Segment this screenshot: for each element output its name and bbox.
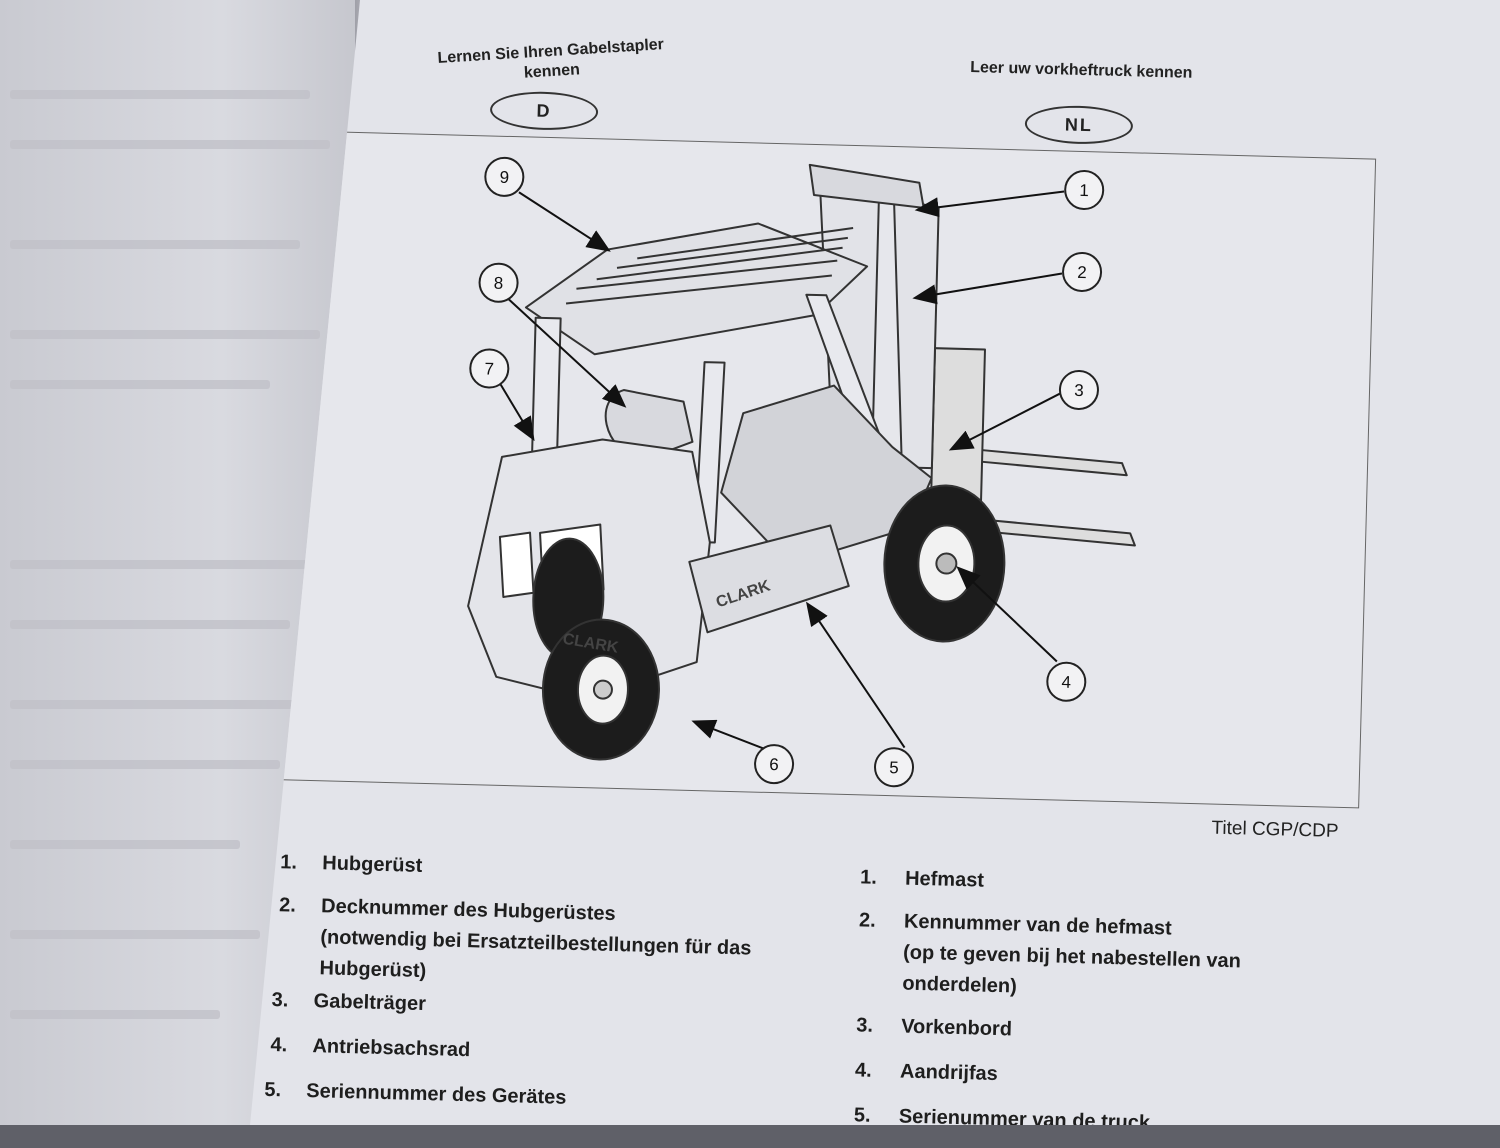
item-text: Gabelträger [313, 986, 426, 1020]
callout-4 [1046, 661, 1087, 702]
callout-5 [874, 747, 915, 788]
callout-number-1: 1 [1079, 181, 1089, 200]
item-text: Serienummer van de truck [898, 1101, 1151, 1135]
callout-number-9: 9 [499, 168, 509, 187]
item-number: 3. [855, 1014, 874, 1037]
callout-7 [469, 348, 510, 389]
callout-number-7: 7 [484, 359, 494, 378]
figure-caption: Titel CGP/CDP [1211, 817, 1339, 842]
language-badge-d: D [489, 90, 599, 132]
callout-number-6: 6 [769, 755, 779, 774]
callout-markers [469, 156, 1105, 788]
callout-6 [754, 744, 795, 785]
item-text-line: Antriebsachsrad [312, 1035, 471, 1062]
item-text: Antriebsachsrad [312, 1031, 471, 1066]
item-text: Hubgerüst [322, 848, 423, 882]
item-text-line: Aandrijfas [899, 1060, 999, 1086]
german-parts-list: 1. Hubgerüst 2. Decknummer des Hubgerüstes(… [263, 0, 1500, 1109]
item-number: 5. [264, 1078, 282, 1102]
dutch-title: Leer uw vorkheftruck kennen [969, 59, 1193, 82]
callout-number-8: 8 [494, 274, 504, 293]
item-text-line: Vorkenbord [900, 1015, 1013, 1041]
german-title-line2: kennen [523, 61, 581, 82]
item-text-line: Gabelträger [313, 990, 427, 1016]
item-number: 1. [280, 851, 298, 874]
callout-number-5: 5 [889, 758, 899, 777]
item-number: 2. [858, 909, 876, 932]
item-text: Seriennummer des Gerätes [306, 1076, 567, 1114]
german-title: Lernen Sie Ihren Gabelstapler kennen [410, 34, 692, 91]
item-number: 3. [271, 989, 289, 1012]
item-number: 5. [853, 1104, 871, 1127]
item-number: 4. [270, 1034, 288, 1057]
forklift-drawing [467, 163, 1136, 761]
item-number: 4. [854, 1059, 873, 1082]
callout-8 [478, 262, 519, 303]
item-text-line: Serienummer van de truck [898, 1105, 1151, 1135]
callout-2 [1062, 251, 1103, 292]
callout-3 [1058, 369, 1099, 410]
item-text-line: Seriennummer des Gerätes [306, 1079, 567, 1109]
dutch-parts-list: 1. Hefmast 2. Kennummer van de hefmast(op t… [263, 0, 1500, 1125]
manual-page: Lernen Sie Ihren Gabelstapler kennen D L… [250, 0, 1500, 1125]
callout-number-4: 4 [1061, 673, 1071, 692]
callout-1 [1064, 170, 1105, 211]
item-text-line: Hubgerüst [322, 852, 423, 877]
callout-number-3: 3 [1074, 381, 1084, 400]
item-text: Aandrijfas [900, 1057, 999, 1091]
item-text: Decknummer des Hubgerüstes(notwendig bei… [319, 891, 752, 995]
language-badge-nl: NL [1024, 104, 1134, 146]
callout-9 [484, 156, 525, 197]
callout-arrows [498, 190, 1065, 750]
item-text: Kennummer van de hefmast(op te geven bij… [902, 907, 1242, 1009]
callout-number-2: 2 [1077, 263, 1087, 282]
item-text-line: Hefmast [904, 867, 985, 892]
item-number: 1. [859, 866, 878, 889]
item-text: Hefmast [905, 864, 985, 897]
item-text: Vorkenbord [901, 1012, 1013, 1046]
item-number: 2. [278, 894, 297, 917]
